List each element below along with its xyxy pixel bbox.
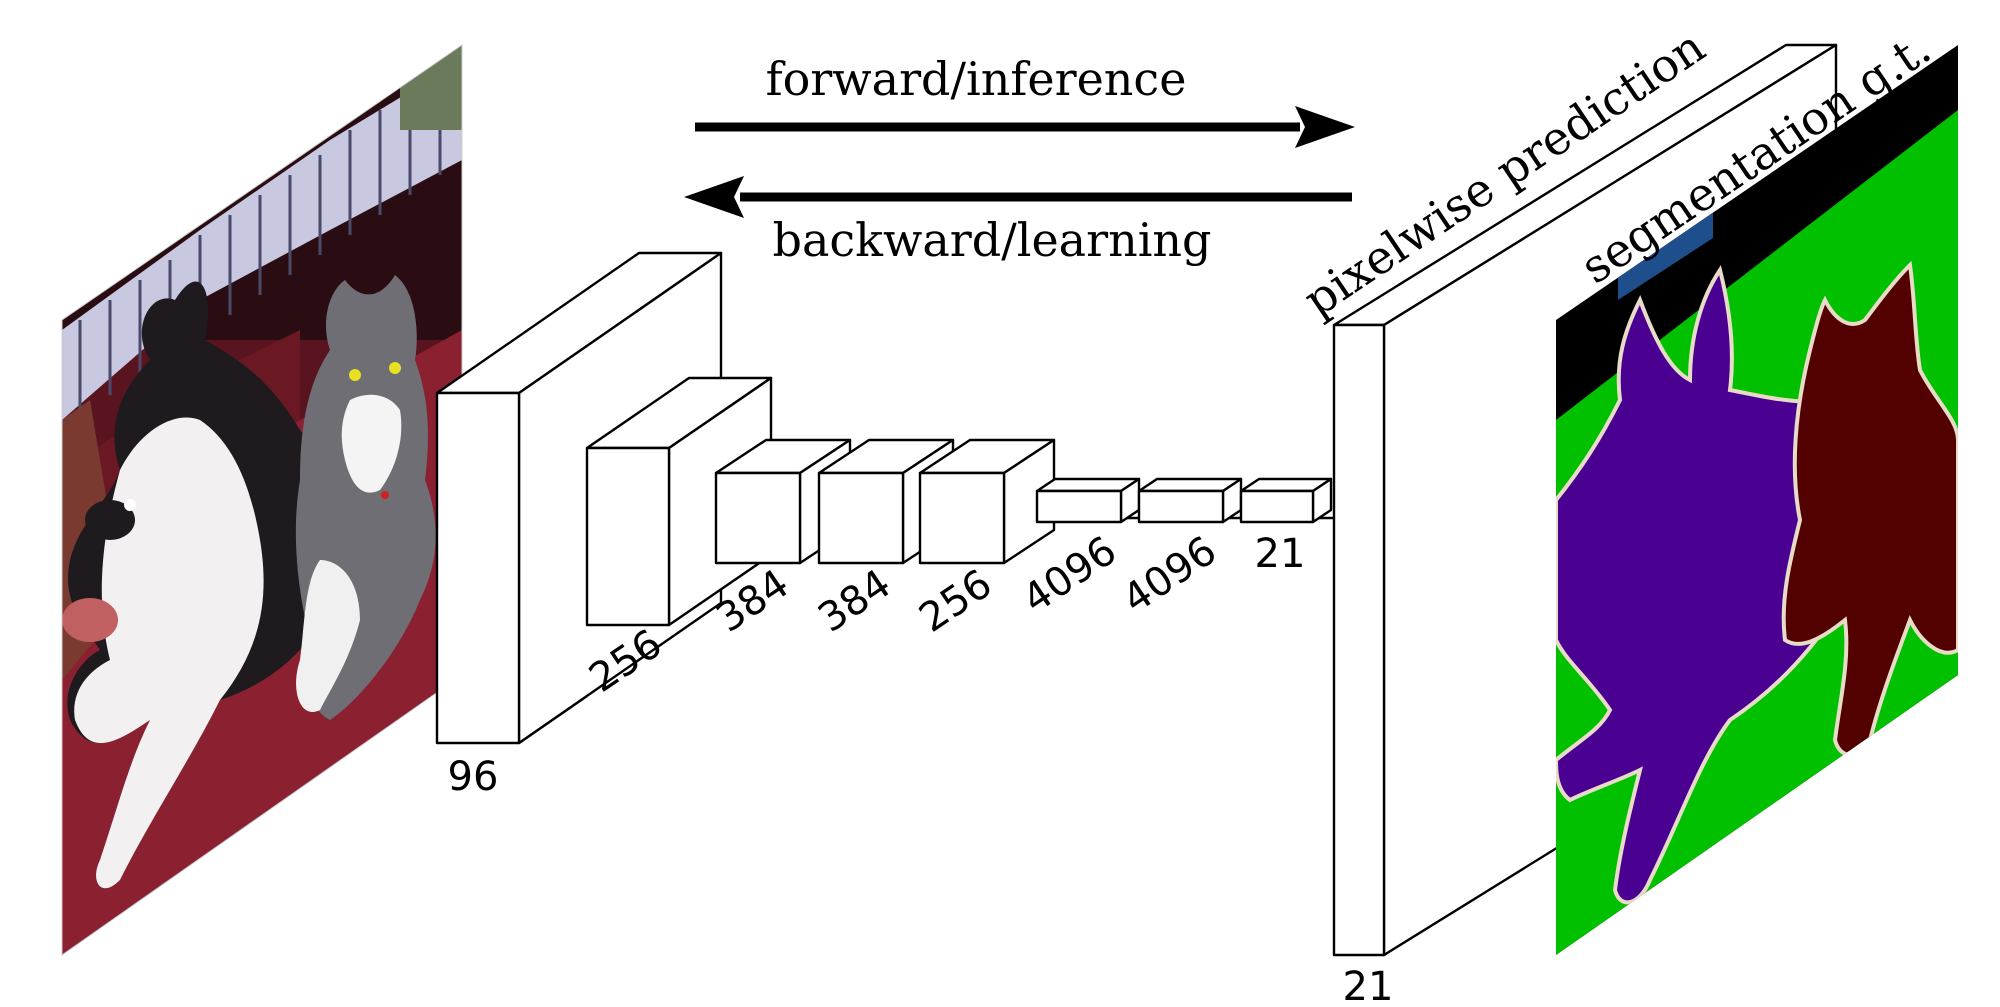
layer-box-4096-b <box>1137 477 1243 524</box>
forward-arrow: forward/inference <box>695 52 1355 148</box>
layer-label-21: 21 <box>1255 531 1306 577</box>
arrowhead-left-icon <box>684 176 744 218</box>
output-channels-label: 21 <box>1343 964 1394 1007</box>
backward-arrow: backward/learning <box>684 176 1352 267</box>
layer-label-256-b: 256 <box>911 561 1000 642</box>
input-image <box>61 44 463 956</box>
layer-label-384-b: 384 <box>810 561 899 642</box>
layer-label-4096-b: 4096 <box>1115 528 1225 623</box>
layer-box-21 <box>1239 477 1333 524</box>
forward-label: forward/inference <box>766 52 1187 106</box>
backward-label: backward/learning <box>773 213 1212 267</box>
layer-box-256-b <box>918 438 1056 565</box>
arrowhead-right-icon <box>1295 106 1355 148</box>
layer-label-96: 96 <box>448 754 499 800</box>
layer-box-4096-a <box>1035 477 1141 524</box>
